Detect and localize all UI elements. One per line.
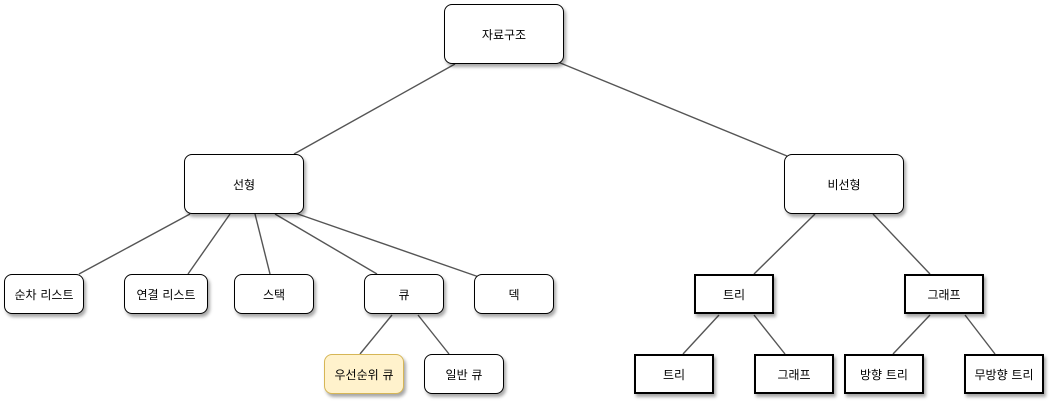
edge-linear-stack	[254, 213, 271, 275]
node-normal-queue[interactable]: 일반 큐	[424, 354, 504, 394]
edge-linear-linked-list	[187, 213, 231, 275]
node-linked-list[interactable]: 연결 리스트	[124, 274, 208, 314]
edge-linear-queue	[274, 213, 378, 275]
node-priority-queue[interactable]: 우선순위 큐	[324, 354, 404, 394]
node-stack[interactable]: 스택	[234, 274, 314, 314]
edge-nonlinear-graph	[872, 213, 931, 275]
node-queue[interactable]: 큐	[364, 274, 444, 314]
node-deque[interactable]: 덱	[474, 274, 554, 314]
node-nonlinear[interactable]: 비선형	[784, 154, 904, 214]
node-root[interactable]: 자료구조	[444, 4, 564, 64]
node-tree-child[interactable]: 트리	[634, 354, 714, 394]
edge-nonlinear-tree	[753, 213, 816, 275]
edge-queue-priority	[359, 314, 393, 355]
edge-root-nonlinear	[552, 59, 788, 157]
node-linear[interactable]: 선형	[184, 154, 304, 214]
edge-queue-normal	[417, 314, 450, 355]
node-tree[interactable]: 트리	[694, 274, 774, 314]
node-graph-child[interactable]: 그래프	[754, 354, 834, 394]
node-array-list[interactable]: 순차 리스트	[4, 274, 84, 314]
edge-tree-tree	[682, 314, 720, 355]
node-undirected-tree[interactable]: 무방향 트리	[964, 354, 1044, 394]
edge-graph-undirected	[964, 314, 996, 355]
edge-graph-directed	[892, 314, 931, 355]
node-directed-tree[interactable]: 방향 트리	[844, 354, 924, 394]
edge-linear-array-list	[78, 213, 191, 275]
edge-root-linear	[293, 63, 456, 155]
edge-linear-deque	[294, 212, 480, 278]
edge-tree-graph	[753, 314, 786, 355]
node-graph[interactable]: 그래프	[904, 274, 984, 314]
